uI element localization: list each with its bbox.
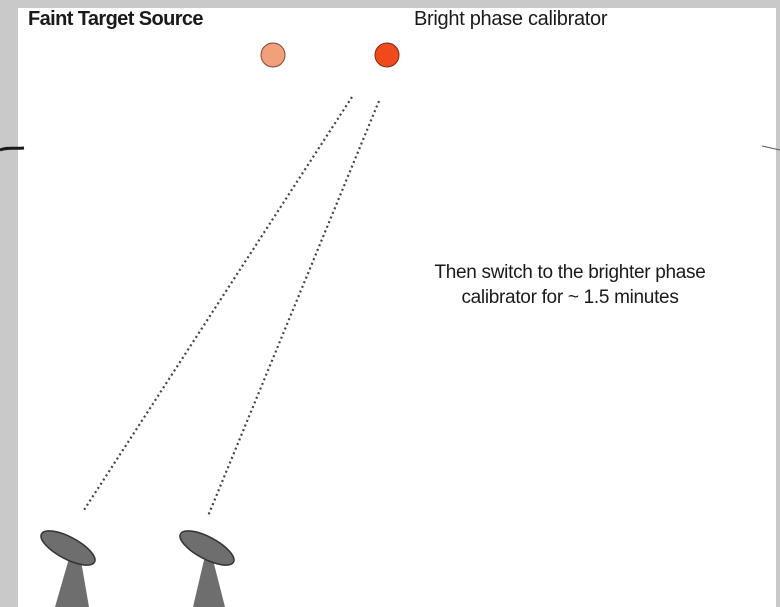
left-edge-stroke <box>0 146 25 152</box>
slide-panel <box>18 8 776 607</box>
switch-instruction-text: Then switch to the brighter phase calibr… <box>360 260 780 310</box>
radio-dish-icon <box>40 530 96 607</box>
instruction-line-2: calibrator for ~ 1.5 minutes <box>461 287 679 308</box>
radio-dish-icon <box>179 530 235 607</box>
bright-calibrator-source-dot <box>374 42 400 68</box>
faint-target-source-label: Faint Target Source <box>28 8 204 30</box>
bright-phase-calibrator-label: Bright phase calibrator <box>414 8 608 30</box>
pointing-line-left <box>83 96 353 511</box>
instruction-line-1: Then switch to the brighter phase <box>434 262 706 283</box>
pointing-line-right <box>206 100 381 517</box>
right-edge-stroke <box>761 145 780 151</box>
faint-target-source-dot <box>260 42 286 68</box>
